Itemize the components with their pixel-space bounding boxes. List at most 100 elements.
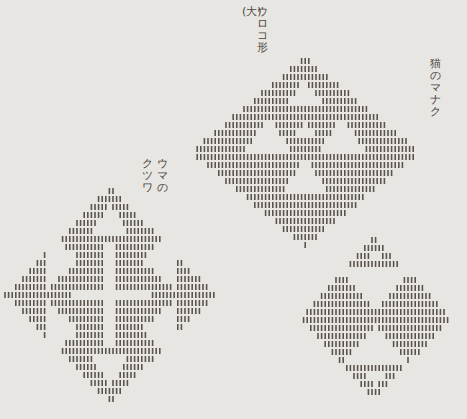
stitch — [319, 170, 321, 176]
stitch — [321, 333, 323, 339]
stitch — [145, 348, 147, 354]
stitch — [360, 309, 362, 315]
stitch — [404, 325, 406, 331]
stitch — [373, 162, 375, 168]
stitch — [243, 146, 245, 152]
stitch — [398, 154, 400, 160]
stitch — [294, 122, 296, 128]
stitch — [369, 122, 371, 128]
stitch — [368, 309, 370, 315]
stitch — [315, 210, 317, 216]
stitch — [294, 202, 296, 208]
stitch — [101, 348, 103, 354]
stitch — [258, 162, 260, 168]
stitch — [326, 186, 328, 192]
stitch — [425, 325, 427, 331]
stitch — [301, 146, 303, 152]
stitch — [276, 106, 278, 112]
stitch — [429, 333, 431, 339]
stitch — [294, 226, 296, 232]
stitch — [402, 138, 404, 144]
stitch — [159, 348, 161, 354]
stitch — [276, 218, 278, 224]
stitch — [127, 348, 129, 354]
stitch — [91, 252, 93, 258]
stitch — [155, 300, 157, 306]
stitch — [127, 244, 129, 250]
stitch — [247, 122, 249, 128]
stitch — [119, 268, 121, 274]
stitch — [301, 74, 303, 80]
stitch — [373, 130, 375, 136]
stitch — [80, 316, 82, 322]
stitch — [87, 284, 89, 290]
stitch — [11, 292, 13, 298]
stitch — [330, 162, 332, 168]
stitch — [155, 276, 157, 282]
stitch — [204, 146, 206, 152]
stitch — [105, 196, 107, 202]
pattern-name: クツワ — [142, 158, 153, 194]
stitch — [279, 130, 281, 136]
stitch — [91, 236, 93, 242]
stitch — [87, 252, 89, 258]
stitch — [355, 130, 357, 136]
stitch — [40, 300, 42, 306]
stitch — [393, 293, 395, 299]
stitch — [184, 300, 186, 306]
stitch — [321, 293, 323, 299]
stitch — [304, 154, 306, 160]
stitch — [358, 154, 360, 160]
stitch — [384, 146, 386, 152]
stitch — [414, 277, 416, 283]
stitch — [319, 138, 321, 144]
stitch — [123, 380, 125, 386]
stitch — [319, 122, 321, 128]
stitch — [29, 316, 31, 322]
stitch — [83, 340, 85, 346]
stitch — [283, 130, 285, 136]
stitch — [33, 300, 35, 306]
stitch — [342, 301, 344, 307]
stitch — [308, 122, 310, 128]
stitch — [308, 218, 310, 224]
stitch — [371, 245, 373, 251]
stitch — [159, 276, 161, 282]
stitch — [369, 138, 371, 144]
stitch — [286, 74, 288, 80]
stitch — [184, 268, 186, 274]
stitch — [218, 130, 220, 136]
stitch — [322, 170, 324, 176]
stitch — [152, 356, 154, 362]
stitch — [83, 332, 85, 338]
stitch — [362, 138, 364, 144]
stitch — [425, 317, 427, 323]
stitch — [407, 357, 409, 363]
stitch — [130, 356, 132, 362]
stitch — [116, 260, 118, 266]
stitch — [243, 170, 245, 176]
stitch — [322, 106, 324, 112]
stitch — [344, 162, 346, 168]
stitch — [322, 98, 324, 104]
stitch — [290, 154, 292, 160]
stitch — [232, 146, 234, 152]
stitch — [148, 340, 150, 346]
stitch — [382, 325, 384, 331]
stitch — [62, 284, 64, 290]
stitch — [101, 380, 103, 386]
stitch — [272, 98, 274, 104]
stitch — [87, 268, 89, 274]
stitch — [209, 292, 211, 298]
stitch — [195, 284, 197, 290]
stitch — [346, 325, 348, 331]
stitch — [152, 348, 154, 354]
stitch — [351, 194, 353, 200]
stitch — [326, 130, 328, 136]
stitch — [387, 138, 389, 144]
stitch — [375, 261, 377, 267]
stitch — [87, 260, 89, 266]
stitch — [184, 284, 186, 290]
stitch — [429, 325, 431, 331]
stitch — [58, 308, 60, 314]
